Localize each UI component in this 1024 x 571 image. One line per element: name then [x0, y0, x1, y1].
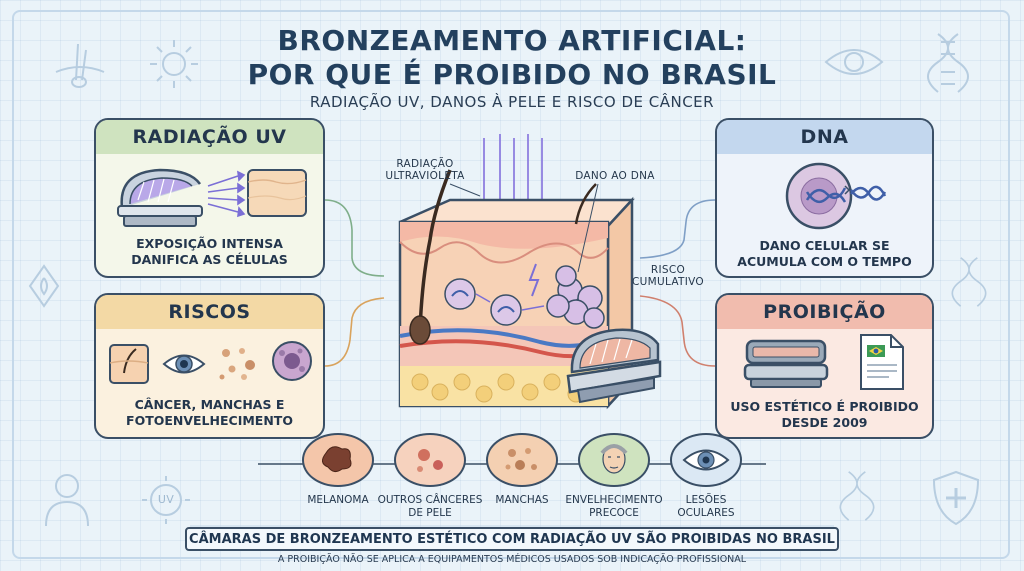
card-prohibition: PROIBIÇÃO USO ESTÉTICO É PROIBIDO DESDE …	[715, 293, 934, 439]
label-dna-damage: DANO AO DNA	[575, 170, 655, 182]
doctor-icon	[45, 474, 89, 527]
damaged-cell-dna-icon	[785, 162, 887, 230]
skin-cross-section-illustration	[398, 134, 635, 410]
condition-label: DE PELE	[408, 507, 452, 519]
label-uv-radiation-line-2: ULTRAVIOLETA	[385, 170, 465, 182]
skin-spots-icon	[486, 433, 558, 487]
legal-document-icon	[860, 334, 904, 390]
eye-icon	[162, 354, 206, 374]
condition-label: OCULARES	[677, 507, 735, 519]
footer-statement: CÂMARAS DE BRONZEAMENTO ESTÉTICO COM RAD…	[185, 527, 839, 551]
card-dna-text-1: DANO CELULAR SE	[759, 238, 890, 253]
card-risks-title: RISCOS	[96, 295, 323, 329]
dna-icon	[927, 33, 969, 93]
shield-icon	[932, 470, 980, 526]
card-dna-title: DNA	[717, 120, 932, 154]
card-risks-text-2: FOTOENVELHECIMENTO	[126, 413, 293, 428]
condition-label: LESÕES	[685, 494, 727, 506]
dna-icon	[839, 471, 875, 521]
dna-icon	[951, 257, 987, 307]
skin-hair-icon	[109, 344, 149, 384]
card-prohibition-text-2: DESDE 2009	[781, 415, 868, 430]
label-cumulative-risk-line-2: CUMULATIVO	[632, 276, 704, 288]
uv-badge-text: UV	[157, 493, 175, 506]
condition-label: ENVELHECIMENTO	[565, 494, 663, 506]
eye-icon	[824, 49, 884, 75]
card-prohibition-text-1: USO ESTÉTICO É PROIBIDO	[730, 399, 919, 414]
card-risks: RISCOS CÂNCER, M	[94, 293, 325, 439]
eye-lesion-icon	[670, 433, 742, 487]
uv-badge-icon	[142, 476, 190, 524]
uv-rays-icon	[207, 170, 246, 218]
drop-icon	[28, 264, 60, 308]
tanning-bed-icon	[566, 328, 662, 404]
condition-label: MANCHAS	[495, 494, 549, 506]
condition-label: OUTROS CÂNCERES	[377, 494, 483, 506]
skin-spots-icon	[219, 348, 255, 380]
closed-tanning-bed-icon	[743, 339, 829, 388]
label-uv-radiation-line-1: RADIAÇÃO	[396, 158, 454, 170]
card-prohibition-title: PROIBIÇÃO	[717, 295, 932, 329]
skin-sample-icon	[247, 169, 307, 217]
label-cumulative-risk-line-1: RISCO	[650, 264, 686, 276]
melanoma-icon	[302, 433, 374, 487]
condition-label: MELANOMA	[307, 494, 369, 506]
cell-icon	[272, 341, 312, 381]
skin-cancer-icon	[394, 433, 466, 487]
card-uv-title: RADIAÇÃO UV	[96, 120, 323, 154]
page-title-line-1: BRONZEAMENTO ARTIFICIAL:	[277, 24, 747, 57]
tanning-bed-icon	[117, 168, 203, 227]
outer-frame	[12, 10, 1010, 559]
page-subtitle: RADIAÇÃO UV, DANOS À PELE E RISCO DE CÂN…	[309, 93, 715, 111]
footer-note: A PROIBIÇÃO NÃO SE APLICA A EQUIPAMENTOS…	[277, 554, 747, 565]
card-risks-text-1: CÂNCER, MANCHAS E	[134, 397, 285, 412]
card-uv-radiation: RADIAÇÃO UV E	[94, 118, 325, 278]
page-title-line-2: POR QUE É PROIBIDO NO BRASIL	[247, 58, 777, 91]
card-uv-text-2: DANIFICA AS CÉLULAS	[131, 252, 288, 267]
condition-label: PRECOCE	[589, 507, 639, 519]
card-dna-text-2: ACUMULA COM O TEMPO	[737, 254, 912, 269]
card-dna: DNA DANO CELULAR SE ACUMULA COM O TEMPO	[715, 118, 934, 278]
sun-icon	[150, 40, 198, 88]
card-uv-text-1: EXPOSIÇÃO INTENSA	[136, 236, 283, 251]
aging-face-icon	[578, 433, 650, 487]
hair-follicle-icon	[55, 43, 105, 88]
